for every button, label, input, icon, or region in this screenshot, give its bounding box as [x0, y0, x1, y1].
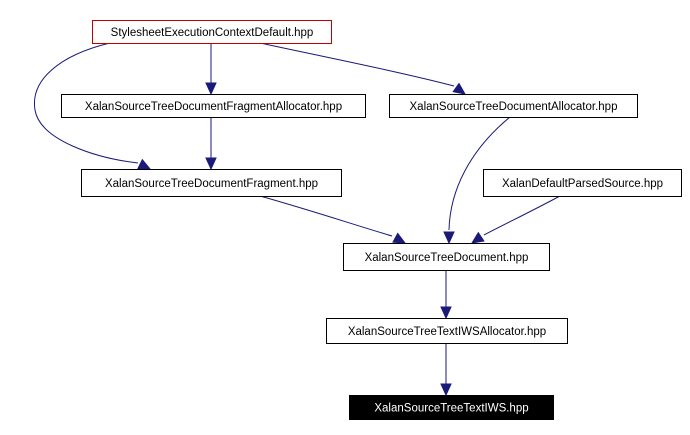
node-box[interactable]: [389, 94, 638, 118]
edge-n3-n5: [259, 195, 393, 237]
node-box[interactable]: [483, 169, 682, 197]
arrowhead-n0-n1: [205, 82, 217, 96]
node-box[interactable]: [349, 395, 554, 420]
node-box[interactable]: [343, 243, 550, 271]
node-n1[interactable]: XalanSourceTreeDocumentFragmentAllocator…: [61, 94, 366, 118]
node-label: XalanSourceTreeDocumentAllocator.hpp: [410, 101, 618, 113]
node-box[interactable]: [81, 169, 342, 197]
edge-n2-n5: [448, 116, 511, 231]
node-label: XalanSourceTreeTextIWS.hpp: [374, 403, 528, 415]
node-n5[interactable]: XalanSourceTreeDocument.hpp: [343, 243, 550, 271]
node-n4[interactable]: XalanDefaultParsedSource.hpp: [483, 169, 682, 197]
node-label: XalanSourceTreeDocumentFragmentAllocator…: [85, 101, 342, 113]
node-box[interactable]: [92, 20, 332, 44]
arrowhead-n0-n2: [452, 82, 466, 95]
node-box[interactable]: [326, 318, 568, 344]
edge-n0-n2: [259, 42, 455, 87]
arrowhead-n1-n3: [205, 157, 217, 171]
node-n2[interactable]: XalanSourceTreeDocumentAllocator.hpp: [389, 94, 638, 118]
arrowhead-n3-n5: [392, 232, 407, 244]
node-n0[interactable]: StylesheetExecutionContextDefault.hpp: [92, 20, 332, 44]
node-label: StylesheetExecutionContextDefault.hpp: [111, 27, 314, 39]
node-n7[interactable]: XalanSourceTreeTextIWS.hpp: [349, 395, 554, 420]
arrowhead-n0-n3: [137, 158, 152, 170]
arrowhead-n5-n6: [440, 306, 452, 320]
arrowhead-n4-n5: [471, 231, 485, 244]
edge-n4-n5: [483, 195, 561, 236]
edges-layer: [33, 42, 561, 397]
arrowhead-n2-n5: [443, 231, 455, 245]
node-label: XalanSourceTreeTextIWSAllocator.hpp: [348, 326, 546, 338]
node-label: XalanSourceTreeDocument.hpp: [365, 252, 529, 264]
node-box[interactable]: [61, 94, 366, 118]
node-n3[interactable]: XalanSourceTreeDocumentFragment.hpp: [81, 169, 342, 197]
node-label: XalanSourceTreeDocumentFragment.hpp: [105, 178, 318, 190]
edge-n0-n3: [33, 42, 139, 164]
arrowhead-n6-n7: [440, 383, 452, 397]
node-n6[interactable]: XalanSourceTreeTextIWSAllocator.hpp: [326, 318, 568, 344]
node-label: XalanDefaultParsedSource.hpp: [502, 178, 663, 190]
nodes-layer: StylesheetExecutionContextDefault.hppXal…: [61, 20, 682, 420]
